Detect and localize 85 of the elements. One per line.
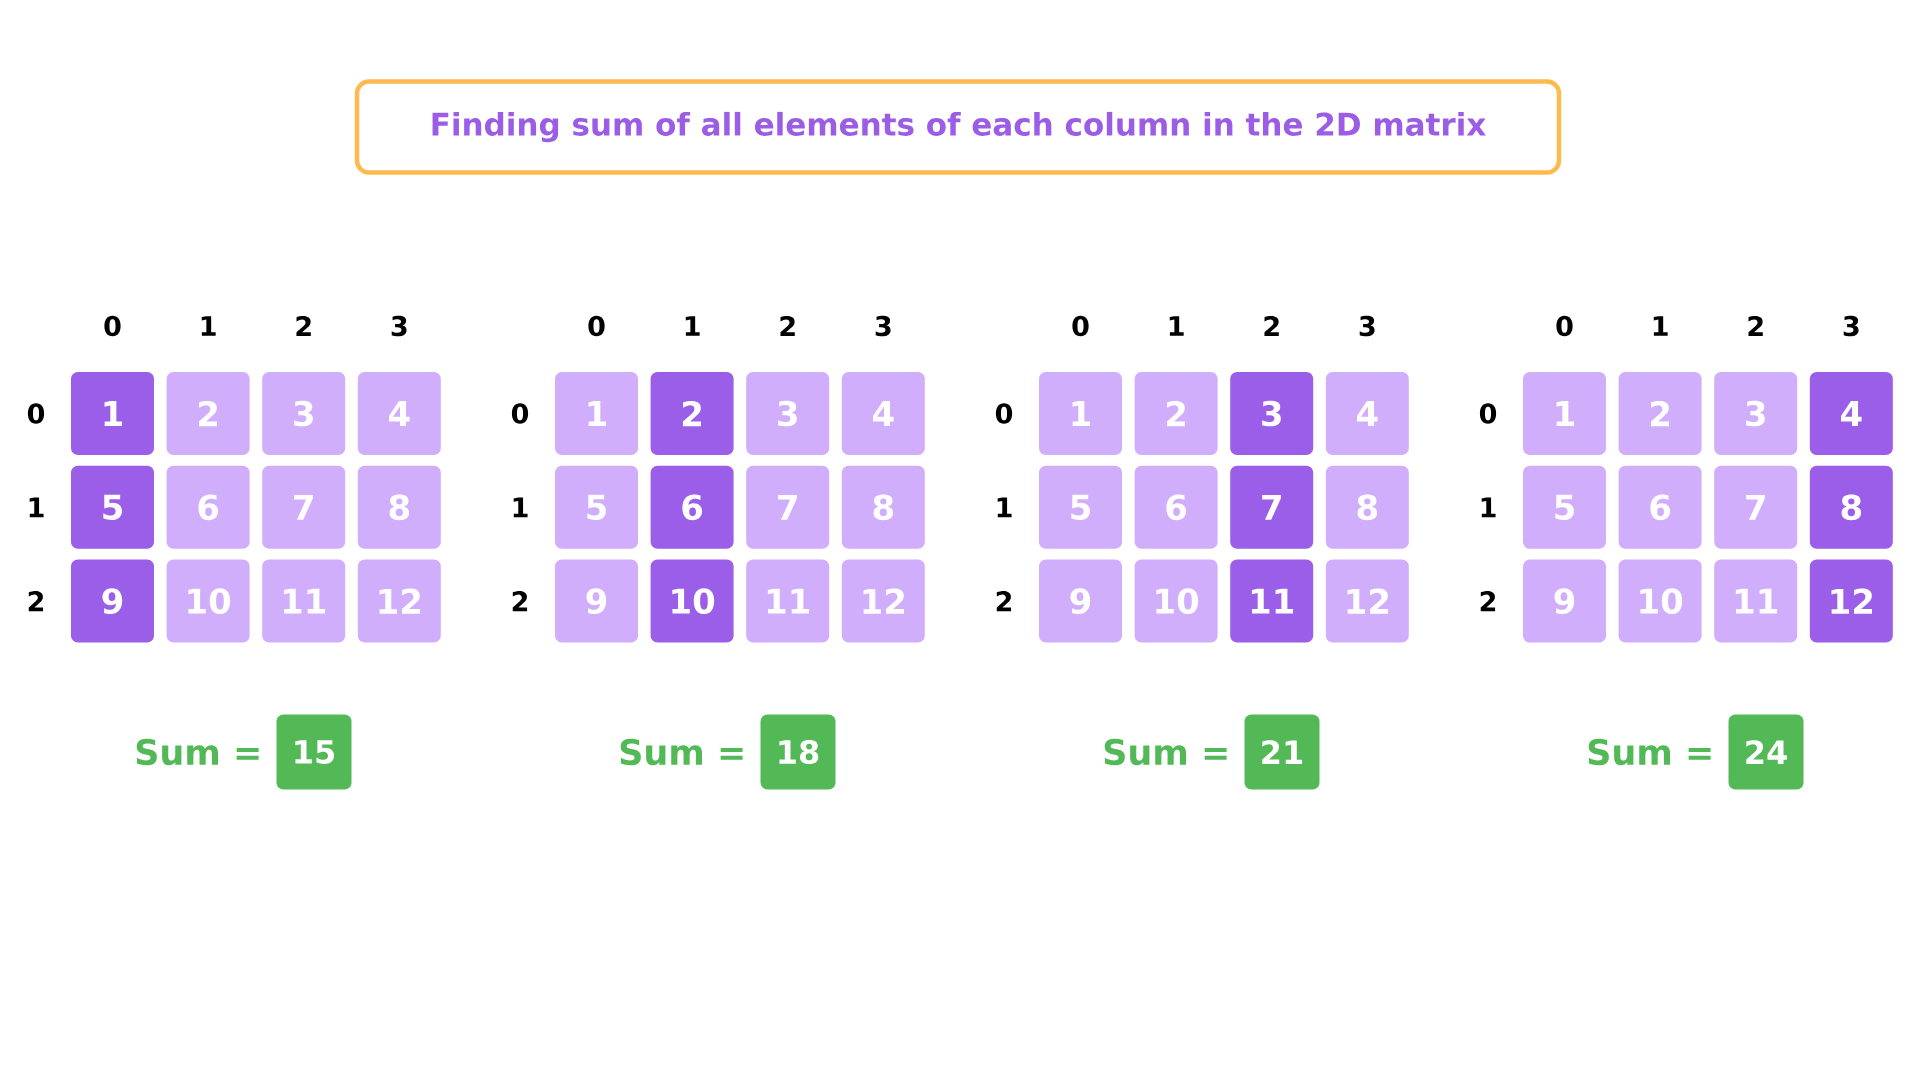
matrix-cell: 5: [71, 465, 154, 549]
matrix-cell: 9: [1039, 559, 1122, 643]
matrix-cell: 10: [1618, 559, 1702, 643]
row-index: 2: [1480, 591, 1496, 612]
matrix-cell: 12: [1325, 559, 1409, 643]
row-index: 2: [512, 591, 528, 612]
matrix-cell: 8: [1325, 465, 1409, 549]
matrix-cell: 6: [1618, 465, 1702, 549]
matrix-cell: 10: [650, 559, 734, 643]
column-index: 3: [391, 315, 407, 337]
matrix-cell: 2: [650, 372, 734, 455]
column-index: 0: [1556, 315, 1573, 337]
matrix-cell: 6: [1134, 465, 1218, 549]
row-index: 1: [29, 497, 44, 518]
title-box: Finding sum of all elements of each column in the 2D matrix: [354, 79, 1562, 175]
matrix-cell: 8: [841, 465, 925, 549]
matrix-cell: 3: [1230, 372, 1314, 455]
sum-label: Sum =: [136, 738, 259, 766]
matrix-cell: 12: [1809, 559, 1893, 643]
matrix-cell: 9: [1523, 559, 1606, 643]
matrix-cell: 3: [746, 372, 830, 455]
column-index: 2: [1264, 316, 1279, 337]
matrix-cell: 2: [1618, 372, 1702, 455]
matrix-cell: 11: [746, 559, 830, 643]
sum-label: Sum =: [620, 738, 743, 766]
sum-box: 24: [1728, 714, 1804, 790]
matrix-cell: 7: [1230, 465, 1314, 549]
matrix-cell: 9: [555, 559, 638, 643]
matrix-cell: 2: [166, 372, 250, 455]
matrix-cell: 2: [1134, 372, 1218, 455]
matrix-cell: 5: [1523, 465, 1606, 549]
sum-box: 21: [1244, 714, 1320, 790]
matrix-cell: 6: [650, 465, 734, 549]
row-index: 0: [1479, 403, 1497, 424]
column-index: 2: [780, 316, 795, 337]
matrix-cell: 10: [166, 559, 250, 643]
matrix-cell: 6: [166, 465, 250, 549]
column-index: 2: [296, 316, 311, 337]
row-index: 1: [513, 497, 528, 518]
matrix-cell: 5: [555, 465, 638, 549]
sum-box: 15: [276, 714, 352, 790]
column-index: 1: [685, 316, 700, 336]
matrix-cell: 12: [841, 559, 925, 643]
row-index: 1: [1481, 497, 1496, 518]
column-index: 0: [104, 315, 121, 337]
matrix-cell: 11: [1230, 559, 1314, 643]
matrix-cell: 9: [71, 559, 154, 643]
sum-label: Sum =: [1104, 738, 1227, 766]
column-index: 3: [875, 315, 891, 337]
column-index: 0: [1072, 315, 1089, 337]
column-index: 3: [1843, 315, 1859, 337]
matrix-cell: 7: [262, 465, 346, 549]
matrix-cell: 3: [1714, 372, 1798, 455]
column-index: 0: [588, 315, 605, 337]
matrix-cell: 10: [1134, 559, 1218, 643]
matrix-cell: 1: [555, 372, 638, 455]
sum-label: Sum =: [1588, 738, 1711, 766]
matrix-cell: 11: [262, 559, 346, 643]
row-index: 0: [995, 403, 1013, 424]
row-index: 0: [511, 403, 529, 424]
matrix-cell: 12: [357, 559, 441, 643]
column-index: 1: [1169, 316, 1184, 336]
column-index: 1: [201, 316, 216, 336]
matrix-cell: 8: [1809, 465, 1893, 549]
matrix-cell: 7: [746, 465, 830, 549]
matrix-cell: 4: [841, 372, 925, 455]
column-index: 2: [1748, 316, 1763, 337]
matrix-cell: 1: [1523, 372, 1606, 455]
column-index: 1: [1653, 316, 1668, 336]
column-index: 3: [1359, 315, 1375, 337]
matrix-cell: 4: [1325, 372, 1409, 455]
matrix-cell: 7: [1714, 465, 1798, 549]
matrix-cell: 4: [1809, 372, 1893, 455]
matrix-cell: 3: [262, 372, 346, 455]
row-index: 2: [28, 591, 44, 612]
matrix-cell: 4: [357, 372, 441, 455]
sum-box: 18: [760, 714, 836, 790]
matrix-cell: 1: [71, 372, 154, 455]
matrix-cell: 1: [1039, 372, 1122, 455]
matrix-cell: 5: [1039, 465, 1122, 549]
row-index: 1: [997, 497, 1012, 518]
matrix-cell: 11: [1714, 559, 1798, 643]
matrix-cell: 8: [357, 465, 441, 549]
row-index: 2: [996, 591, 1012, 612]
row-index: 0: [27, 403, 45, 424]
